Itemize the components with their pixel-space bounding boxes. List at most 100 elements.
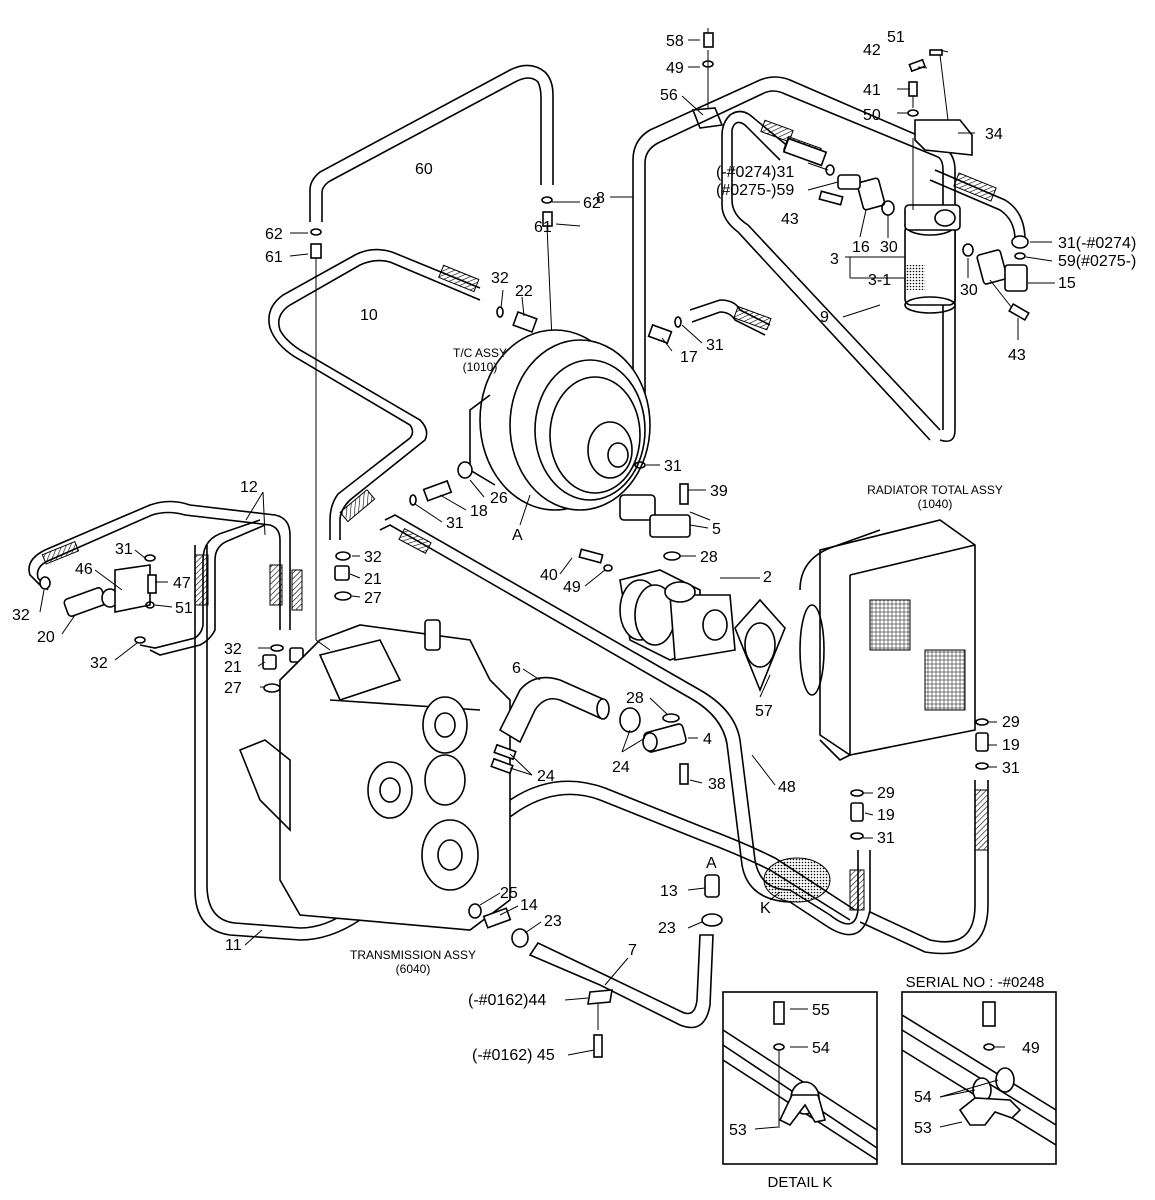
callout-25: 25 [500, 885, 518, 902]
hose-17 [689, 299, 772, 336]
bolt-40 [578, 548, 604, 564]
hose-6 [498, 676, 610, 744]
callout-28: 28 [700, 549, 718, 566]
callout-51: 51 [887, 29, 905, 46]
radiator-code: (1040) [918, 497, 953, 511]
washer-51a [929, 49, 949, 121]
callout-53: 53 [729, 1122, 747, 1139]
oring-31a [674, 316, 682, 328]
fitting-31c [634, 461, 646, 469]
callout-39: 39 [710, 483, 728, 500]
washer-49b [603, 564, 613, 572]
pipe-10 [268, 248, 481, 540]
callout-19: 19 [1002, 737, 1020, 754]
fitting-22 [512, 310, 538, 334]
pipe-60 [309, 64, 554, 222]
callout-38: 38 [708, 776, 726, 793]
callout-5: 5 [712, 521, 721, 538]
fitting-18 [422, 479, 453, 502]
transmission-label: TRANSMISSION ASSY [350, 948, 476, 962]
callout-61: 61 [534, 219, 552, 236]
callout-8: 8 [596, 190, 605, 207]
callout-32: 32 [224, 641, 242, 658]
callout-59-0275-right: 59(#0275-) [1058, 253, 1136, 270]
fitting-13 [704, 874, 720, 898]
bolt-43b [1008, 302, 1030, 322]
callout-K: K [760, 900, 771, 917]
elbow-5 [619, 494, 711, 538]
bolt-41 [908, 81, 918, 108]
callout-60: 60 [415, 161, 433, 178]
callout-24: 24 [537, 768, 555, 785]
callout-A: A [512, 527, 523, 544]
oring-32a [496, 306, 504, 318]
fitting-61b [310, 243, 322, 640]
fitting-31b [782, 137, 835, 176]
bracket-34 [912, 119, 973, 210]
callout-58: 58 [666, 33, 684, 50]
oring-30a [881, 200, 895, 216]
callout-32: 32 [90, 655, 108, 672]
clamp-23a [511, 928, 529, 948]
callout-44: (-#0162)44 [468, 992, 546, 1009]
bracket-46 [114, 564, 151, 613]
pipe-48 [379, 514, 871, 936]
oring-28a [663, 551, 681, 561]
fitting-19a [975, 732, 989, 752]
radiator-label: RADIATOR TOTAL ASSY [867, 483, 1003, 497]
callout-31: 31 [1002, 760, 1020, 777]
callout-22: 22 [515, 283, 533, 300]
pump-2 [619, 569, 736, 661]
fitting-32c [134, 636, 146, 644]
callout-31: 31 [706, 337, 724, 354]
callout-31: 31 [446, 515, 464, 532]
callout-31: 31 [115, 541, 133, 558]
bolt-43a [818, 190, 844, 206]
detail-k-caption: DETAIL K [767, 1174, 832, 1191]
fitting-31e [144, 554, 156, 562]
callout-56: 56 [660, 87, 678, 104]
callout-4: 4 [703, 731, 712, 748]
callout-10: 10 [360, 307, 378, 324]
callout-32: 32 [364, 549, 382, 566]
callout-28: 28 [626, 690, 644, 707]
callouts: 58 49 56 60 62 61 62 61 8 32 22 10 17 31… [12, 29, 1136, 1139]
fitting-61a [542, 211, 553, 341]
callout-29: 29 [877, 785, 895, 802]
callout-53: 53 [914, 1120, 932, 1137]
callout-12: 12 [240, 479, 258, 496]
bolt-38 [679, 763, 689, 785]
callout-A: A [706, 855, 717, 872]
fitting-17 [647, 323, 673, 345]
hose-filter-right [929, 169, 1026, 241]
bolt-39 [679, 483, 689, 505]
callout-57: 57 [755, 703, 773, 720]
callout-3-1: 3-1 [868, 272, 891, 289]
bracket-44 [587, 989, 613, 1030]
callout-9: 9 [820, 309, 829, 326]
bolt-47 [147, 574, 157, 594]
oring-30b [962, 243, 974, 257]
callout-42: 42 [863, 42, 881, 59]
callout-49: 49 [666, 60, 684, 77]
pipe-11 [194, 545, 856, 941]
transmission-code: (6040) [396, 962, 431, 976]
oring-31g [850, 832, 864, 840]
callout-27: 27 [224, 680, 242, 697]
clamp-56 [691, 50, 724, 129]
callout-62: 62 [265, 226, 283, 243]
callout-45: (-#0162) 45 [472, 1047, 555, 1064]
adapter-16 [837, 174, 886, 211]
callout-16: 16 [852, 239, 870, 256]
callout-46: 46 [75, 561, 93, 578]
torque-converter [457, 329, 651, 511]
valve-20 [63, 587, 119, 617]
oring-31f [975, 762, 989, 770]
callout-24: 24 [612, 759, 630, 776]
oring-29a [975, 718, 989, 726]
washer-50 [907, 109, 919, 117]
callout-29: 29 [1002, 714, 1020, 731]
bolt-45 [593, 1034, 603, 1058]
fitting-62a [541, 196, 553, 204]
pipes-12 [28, 500, 303, 656]
